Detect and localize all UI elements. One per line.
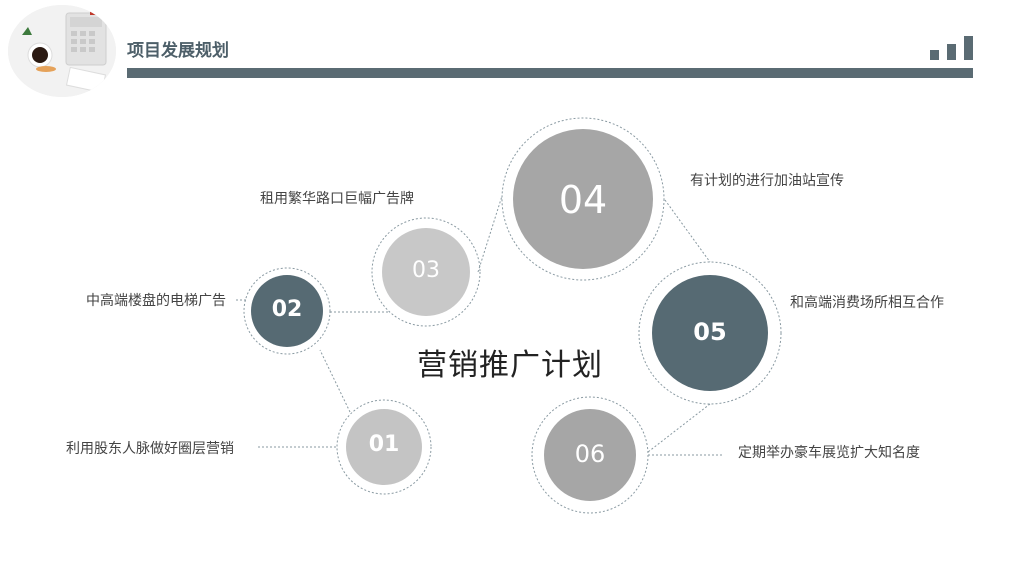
node-03-circle xyxy=(382,228,470,316)
page-title: 项目发展规划 xyxy=(127,41,229,61)
node-01-number: 01 xyxy=(368,432,400,457)
node-01-circle xyxy=(346,409,422,485)
node-04-number: 04 xyxy=(558,178,608,222)
connector-03-04 xyxy=(477,195,503,273)
node-06-number: 06 xyxy=(574,440,606,468)
node-01-ring xyxy=(336,399,432,495)
header-divider-bar xyxy=(127,68,973,78)
node-04-circle xyxy=(513,129,653,269)
node-06-circle xyxy=(544,409,636,501)
connector-05-06 xyxy=(647,403,711,453)
node-06-label: 定期举办豪车展览扩大知名度 xyxy=(738,445,920,461)
node-03-label: 租用繁华路口巨幅广告牌 xyxy=(260,191,414,207)
node-05-number: 05 xyxy=(693,318,727,346)
node-02-number: 02 xyxy=(271,297,303,322)
center-title: 营销推广计划 xyxy=(417,348,603,383)
connector-04-05 xyxy=(664,199,711,263)
node-04-ring xyxy=(501,117,665,281)
node-02-label: 中高端楼盘的电梯广告 xyxy=(86,293,226,309)
node-05-label: 和高端消费场所相互合作 xyxy=(790,295,944,311)
node-05-circle xyxy=(652,275,768,391)
node-03-number: 03 xyxy=(412,258,440,283)
node-06-ring xyxy=(531,396,649,514)
node-02-circle xyxy=(251,275,323,347)
node-02-ring xyxy=(243,267,331,355)
bar-chart-icon xyxy=(930,36,974,60)
node-01-label: 利用股东人脉做好圈层营销 xyxy=(66,441,234,457)
connector-01-02 xyxy=(319,349,351,413)
node-05-ring xyxy=(638,261,782,405)
node-04-label: 有计划的进行加油站宣传 xyxy=(690,173,844,189)
node-03-ring xyxy=(371,217,481,327)
